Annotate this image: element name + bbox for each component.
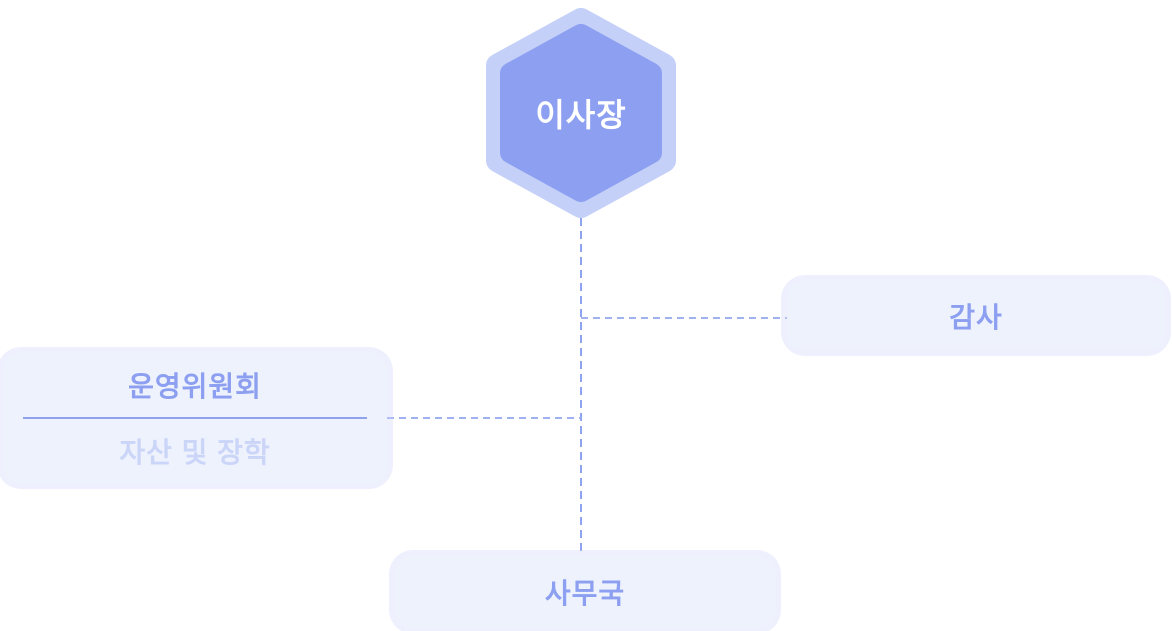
- chairman-node: 이사장: [486, 8, 676, 218]
- connector-chairman-office: [580, 218, 582, 556]
- connector-committee: [387, 417, 581, 419]
- auditor-label: 감사: [949, 301, 1003, 333]
- connector-auditor: [581, 317, 787, 319]
- office-node: 사무국: [395, 556, 775, 628]
- committee-divider: [23, 417, 367, 419]
- committee-title: 운영위원회: [128, 371, 262, 402]
- hexagon-shape: [486, 8, 676, 218]
- office-label: 사무국: [544, 578, 626, 609]
- auditor-node: 감사: [787, 281, 1165, 350]
- committee-node: 운영위원회 자산 및 장학: [3, 353, 387, 483]
- committee-subtitle: 자산 및 장학: [119, 437, 271, 468]
- chairman-label: 이사장: [535, 97, 627, 133]
